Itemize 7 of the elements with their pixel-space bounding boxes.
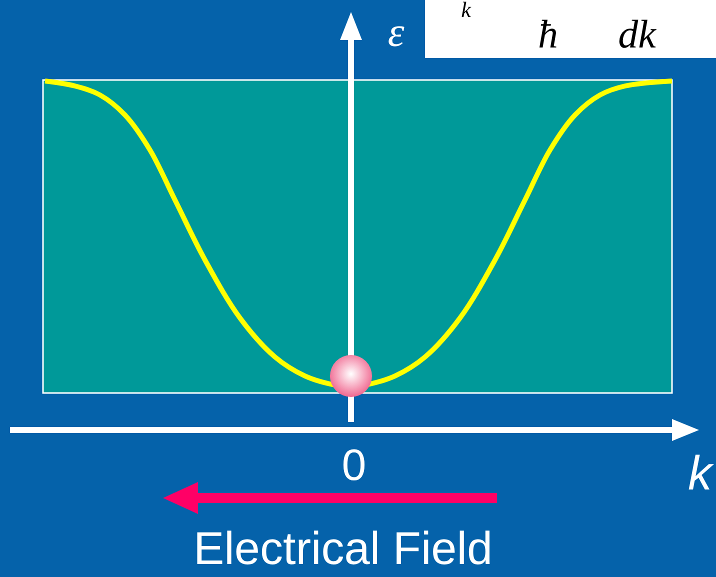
tick-label: 0	[342, 441, 366, 491]
axis-label: ε	[388, 9, 404, 57]
axis-label: k	[688, 446, 712, 502]
field-label: Electrical Field	[193, 521, 493, 575]
formula-symbol: dk	[618, 10, 656, 58]
formula-subscript: k	[461, 0, 471, 23]
formula-symbol: ħ	[538, 10, 558, 58]
